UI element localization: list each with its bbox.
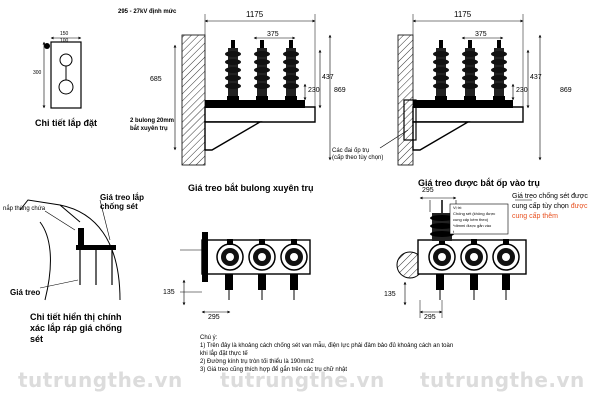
dim-437-left: 437 (322, 74, 334, 81)
caption-side-line2: xác lắp ráp giá chống (30, 323, 123, 333)
assembly-clamp-on (379, 14, 542, 166)
bolt-note-line1: 2 bulong 20mm (130, 118, 175, 124)
dim-869-right: 869 (560, 87, 572, 94)
bolt-note-line2: bắt xuyên trụ (130, 126, 168, 132)
dim-150: 150 (60, 31, 69, 37)
label-bracket-top-line1: Giá treo lắp (100, 193, 145, 202)
callout-line3: cung cấp kèm theo) (453, 217, 489, 222)
dim-1175-left: 1175 (246, 10, 264, 19)
side-detail-drawing (19, 199, 121, 301)
watermark-2: tutrungthe.vn (220, 368, 385, 392)
watermark-3: tutrungthe.vn (420, 368, 585, 392)
detail-mounting-plate (42, 36, 82, 109)
dim-375-right: 375 (475, 31, 487, 38)
callout-line1: Vị trí: (453, 205, 463, 210)
side-note-line3: cung cấp thêm (512, 213, 558, 220)
callout-line4: *dimmi được gắn vào (453, 223, 492, 228)
top-view-bolt (180, 232, 311, 314)
dim-375-left: 375 (267, 31, 279, 38)
notes-line1: 1) Trên đây là khoảng cách chống sét van… (200, 343, 454, 349)
dim-295-bottom-right: 295 (424, 314, 436, 321)
dim-295-right: 295 (422, 187, 434, 194)
dim-135-right: 135 (384, 291, 396, 298)
dim-685: 685 (150, 76, 162, 83)
dim-100: 100 (60, 38, 69, 44)
dim-300: 300 (33, 70, 42, 76)
top-view-clamp (396, 196, 532, 318)
watermark-1: tutrungthe.vn (18, 368, 183, 392)
clamp-note-line1: Các đai ốp trụ (332, 148, 370, 154)
assembly-bolt-through (173, 14, 332, 166)
dim-437-right: 437 (530, 74, 542, 81)
dim-295-mid: 295 (208, 314, 220, 321)
notes-line1b: khi lắp đặt thực tế (200, 351, 248, 357)
caption-side-line3: sét (30, 334, 44, 344)
label-cover: nắp thùng chứa (3, 206, 46, 212)
label-295-rated: 295 - 27kV định mức (118, 9, 177, 15)
side-note-line1: Giá treo chống sét được (512, 193, 588, 200)
callout-line5: t (453, 229, 455, 234)
dim-135-mid: 135 (163, 289, 175, 296)
callout-line2: Chống sét (không được (453, 211, 496, 216)
caption-clamp-on: Giá treo được bắt ốp vào trụ (418, 178, 540, 188)
notes-title: Chú ý: (200, 335, 218, 341)
notes-line3: 3) Giá treo cũng thích hợp để gắn trên c… (200, 367, 348, 373)
caption-bolt-through: Giá treo bắt bulong xuyên trụ (188, 183, 314, 193)
label-bracket: Giá treo (10, 288, 41, 297)
caption-side-line1: Chi tiết hiển thị chính (30, 312, 122, 322)
dim-230-left: 230 (308, 87, 320, 94)
dim-869-left: 869 (334, 87, 346, 94)
caption-detail: Chi tiết lắp đặt (35, 118, 98, 128)
dim-230-right: 230 (516, 87, 528, 94)
notes-line2: 2) Đường kính trụ tròn tối thiểu là 190m… (200, 359, 314, 365)
clamp-note-line2: (cấp theo tùy chọn) (332, 155, 384, 161)
dim-1175-right: 1175 (454, 10, 472, 19)
label-bracket-top-line2: chống sét (100, 202, 138, 211)
side-note-line2: cung cấp tùy chọn được (512, 203, 588, 210)
